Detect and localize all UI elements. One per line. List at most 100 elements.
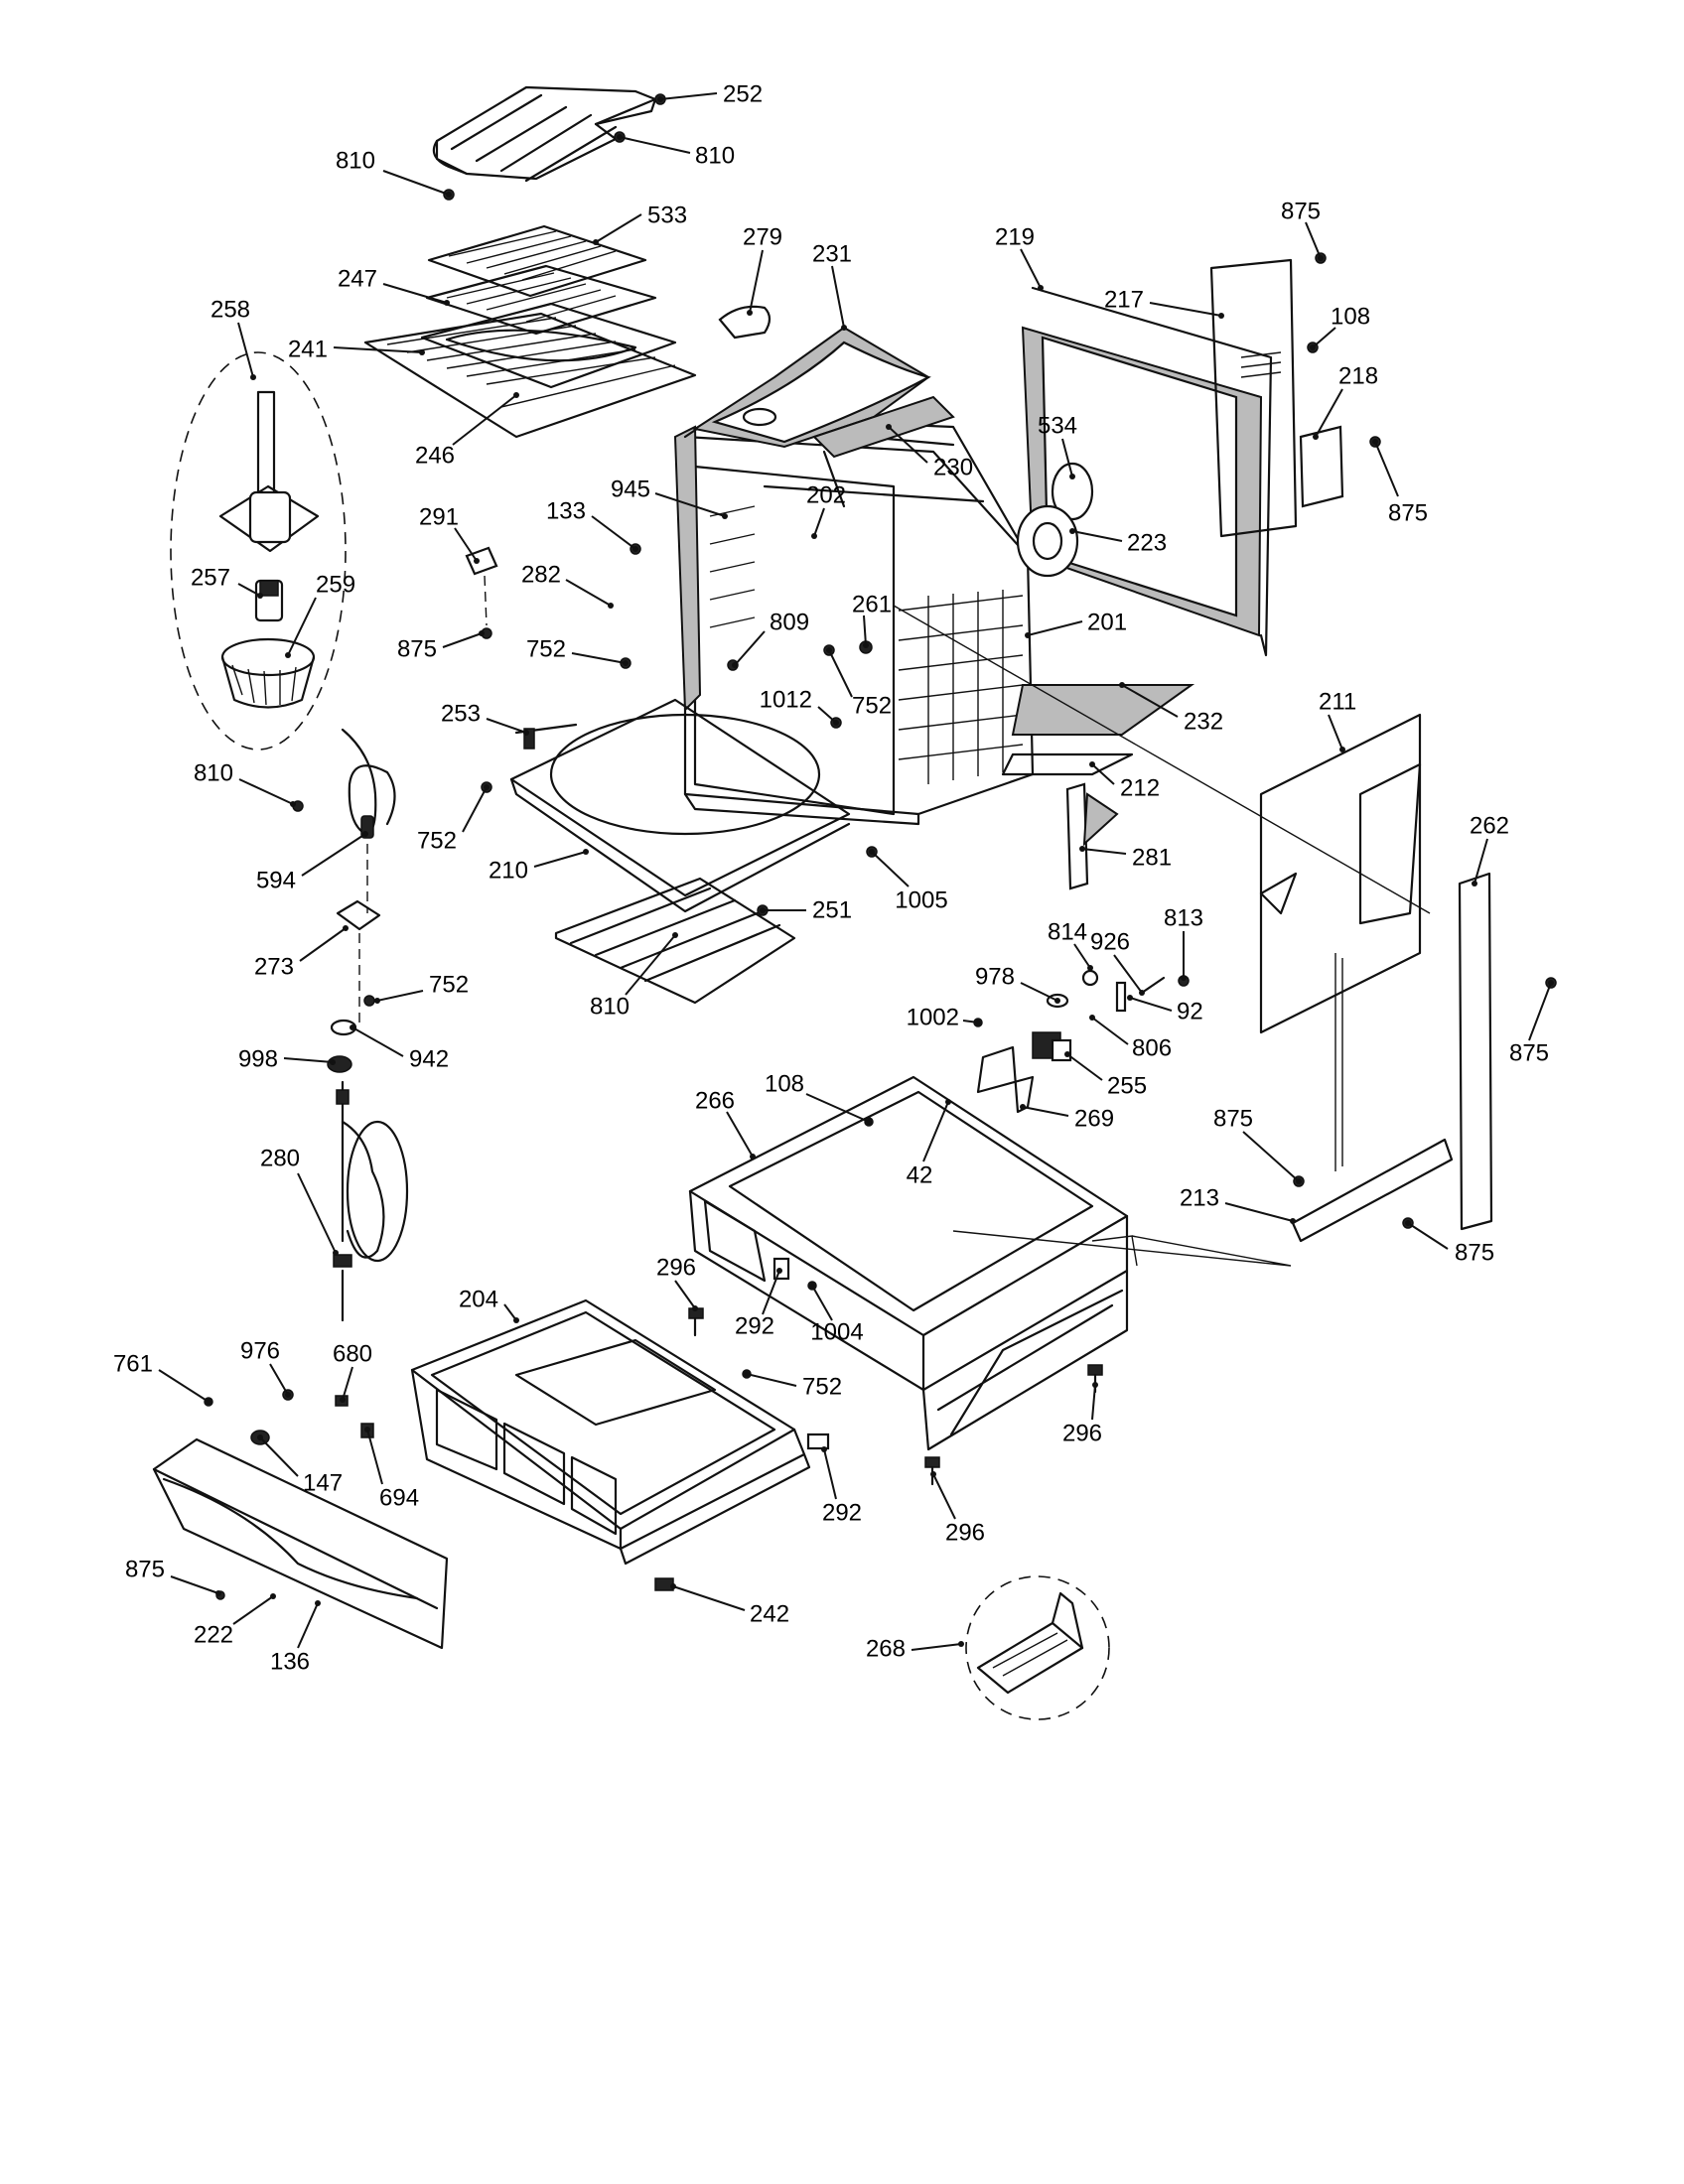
leader-line-998	[283, 1057, 334, 1063]
leader-tip-296a	[692, 1305, 698, 1311]
leader-tip-231	[841, 325, 847, 331]
leader-line-942	[351, 1026, 404, 1057]
part-number-232: 232	[1184, 708, 1223, 735]
leader-line-1012	[817, 706, 837, 724]
part-number-945: 945	[611, 476, 650, 502]
part-number-752e: 752	[802, 1373, 842, 1400]
leader-tip-241	[419, 349, 425, 355]
leader-line-279	[749, 249, 764, 314]
leader-tip-133	[632, 546, 638, 552]
leader-line-92	[1129, 997, 1173, 1012]
part-number-594: 594	[256, 867, 296, 893]
part-number-533: 533	[647, 202, 687, 228]
leader-tip-218	[1313, 434, 1319, 440]
part-number-202: 202	[806, 481, 846, 508]
part-number-268: 268	[866, 1635, 906, 1662]
part-number-806: 806	[1132, 1034, 1172, 1061]
leader-line-752d	[376, 990, 424, 1002]
leader-tip-875d	[1548, 980, 1554, 986]
leader-tip-292a	[776, 1268, 782, 1274]
leader-tip-259	[285, 652, 291, 658]
part-number-694: 694	[379, 1484, 419, 1511]
leader-tip-752a	[623, 660, 629, 666]
part-number-242: 242	[750, 1600, 789, 1627]
leader-line-945	[654, 492, 726, 517]
guide-line	[952, 1230, 1292, 1267]
leveling-leg	[688, 1307, 704, 1337]
leader-tip-242	[670, 1583, 676, 1589]
leader-tip-232	[1119, 682, 1125, 688]
part-number-211: 211	[1319, 688, 1356, 715]
leader-line-814	[1073, 943, 1091, 969]
convection-motor	[1016, 504, 1079, 578]
leader-tip-202	[811, 533, 817, 539]
vent-cap	[718, 305, 772, 340]
leader-line-201	[1027, 620, 1083, 636]
screw	[363, 995, 375, 1007]
leader-tip-279	[747, 310, 753, 316]
leader-line-241	[333, 346, 423, 353]
leader-line-296b	[1091, 1384, 1096, 1421]
leader-line-202	[813, 507, 825, 537]
part-number-255: 255	[1107, 1072, 1147, 1099]
part-number-222: 222	[194, 1621, 233, 1648]
leader-tip-814	[1087, 965, 1093, 971]
sensor-harness	[327, 728, 409, 1322]
leader-line-222	[232, 1595, 274, 1625]
part-number-280: 280	[260, 1145, 300, 1171]
leader-line-217	[1149, 302, 1222, 317]
leader-line-108a	[1312, 327, 1336, 348]
plate	[1115, 981, 1127, 1013]
leader-line-875a	[1305, 221, 1322, 259]
leader-tip-809	[732, 662, 738, 668]
leader-line-266	[726, 1111, 754, 1158]
part-number-212: 212	[1120, 774, 1160, 801]
leader-line-213	[1224, 1202, 1294, 1222]
leader-line-534	[1061, 438, 1073, 478]
part-number-296a: 296	[656, 1254, 696, 1281]
part-number-942: 942	[409, 1045, 449, 1072]
leader-tip-942	[350, 1024, 355, 1030]
leader-line-926	[1113, 954, 1143, 994]
leader-line-1005	[871, 851, 910, 887]
storage-drawer	[410, 1298, 811, 1566]
leader-line-282	[565, 579, 612, 607]
part-number-259: 259	[316, 571, 355, 598]
leader-tip-810b	[617, 134, 623, 140]
bake-element-lower	[554, 877, 796, 1005]
part-number-252: 252	[723, 80, 763, 107]
oven-cavity	[673, 415, 1035, 826]
drawer-glide	[806, 1433, 830, 1450]
leader-line-875e	[1242, 1131, 1300, 1182]
part-number-810b: 810	[695, 142, 735, 169]
leader-tip-258	[250, 374, 256, 380]
part-number-133: 133	[546, 497, 586, 524]
leader-tip-273	[343, 925, 349, 931]
part-number-296b: 296	[1062, 1420, 1102, 1446]
leader-tip-261	[863, 642, 869, 648]
leader-tip-212	[1089, 761, 1095, 767]
leader-line-211	[1328, 714, 1343, 751]
leader-tip-694	[364, 1427, 370, 1433]
leader-tip-1012	[833, 720, 839, 726]
leader-tip-533	[593, 239, 599, 245]
part-number-875f: 875	[1455, 1239, 1494, 1266]
part-number-761: 761	[113, 1350, 153, 1377]
part-number-282: 282	[521, 561, 561, 588]
leader-line-218	[1315, 388, 1343, 438]
part-number-279: 279	[743, 223, 782, 250]
leader-tip-810d	[672, 932, 678, 938]
leader-tip-108a	[1310, 344, 1316, 350]
part-number-231: 231	[812, 240, 852, 267]
leader-tip-680	[340, 1397, 346, 1403]
leader-tip-253	[523, 730, 529, 736]
leader-line-292a	[762, 1270, 780, 1315]
leader-line-810a	[382, 170, 450, 196]
part-number-875e: 875	[1213, 1105, 1253, 1132]
leader-tip-296b	[1092, 1382, 1098, 1388]
leader-tip-926	[1139, 990, 1145, 996]
leader-line-281	[1081, 848, 1127, 855]
part-number-926: 926	[1090, 928, 1130, 955]
guide-line	[1334, 953, 1343, 1171]
leader-line-533	[595, 213, 642, 243]
